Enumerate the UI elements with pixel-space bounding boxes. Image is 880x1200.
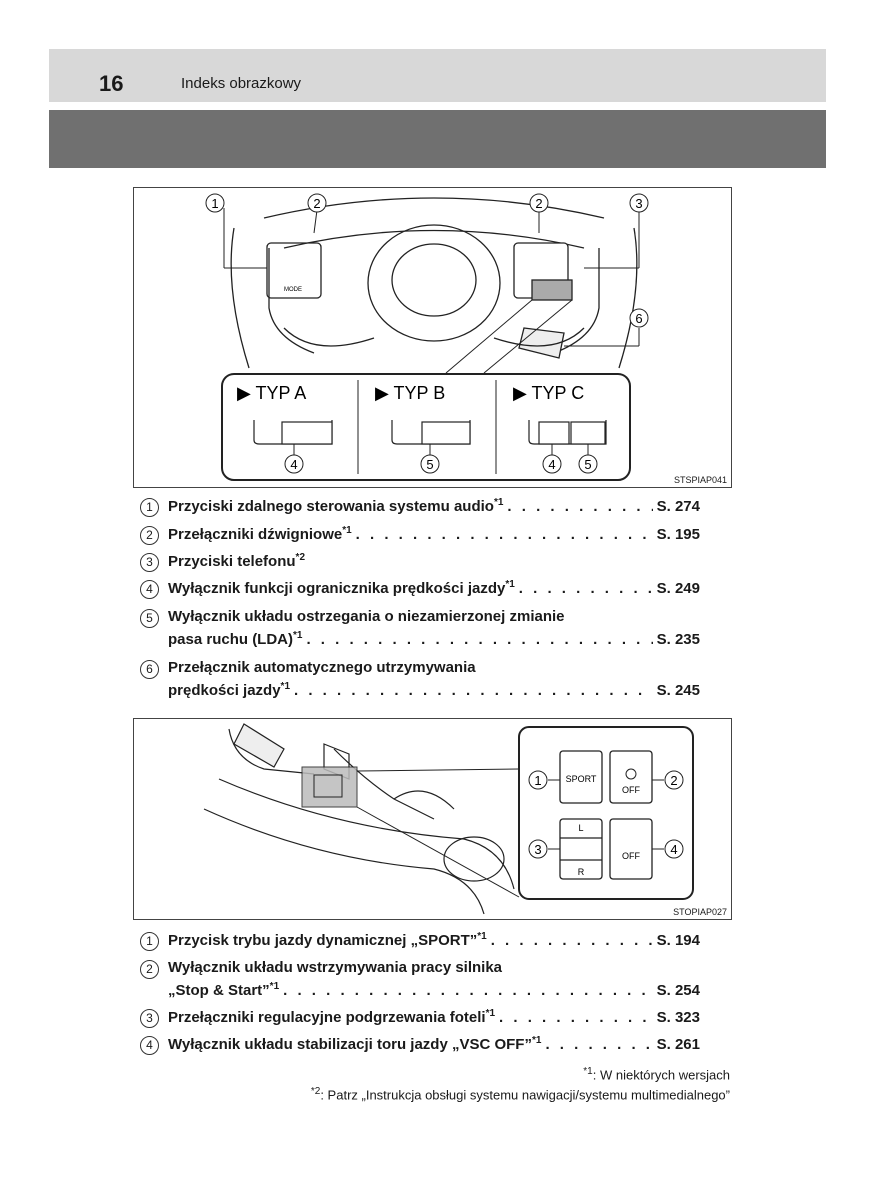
type-a-label: ▶ TYP A [237,383,306,403]
item-number: 2 [140,960,159,979]
item-footnote-mark: *1 [505,579,515,590]
item-text: Przełączniki regulacyjne podgrzewania fo… [168,1009,486,1026]
item-text: Wyłącznik układu wstrzymywania pracy sil… [168,959,503,976]
footnote-text: : Patrz „Instrukcja obsługi systemu nawi… [320,1087,730,1103]
item-footnote-mark: *1 [280,681,290,692]
item-number: 2 [140,526,159,545]
item-text: Przyciski zdalnego sterowania systemu au… [168,498,494,515]
item-footnote-mark: *1 [269,981,280,992]
callout-5-type-c: 5 [584,457,591,472]
callout-1: 1 [211,196,218,211]
seat-heater-l-label: L [578,823,583,833]
vsc-off-label: OFF [622,851,640,861]
footnote-mark: *2 [310,1086,321,1097]
callout-3: 3 [534,842,541,857]
section-title: Indeks obrazkowy [181,75,302,92]
footnote-mark: *1 [583,1066,593,1077]
steering-wheel-illustration: MODE 1 2 2 3 6 ▶ TYP A ▶ TYP B ▶ TYP C [205,193,649,481]
type-b-label: ▶ TYP B [375,383,445,403]
item-footnote-mark: *1 [493,497,504,508]
page-ref: S. 323 [656,1009,700,1026]
section-banner [49,110,826,168]
seat-heater-r-label: R [578,867,585,877]
sport-button-label: SPORT [566,774,597,784]
item-text: Wyłącznik funkcji ogranicznika prędkości… [168,580,506,597]
item-number: 3 [140,1009,159,1028]
figure-code: STOPIAP027 [673,907,727,917]
item-footnote-mark: *1 [531,1035,542,1046]
item-text: Wyłącznik układu stabilizacji toru jazdy… [168,1036,532,1053]
item-number: 5 [140,609,159,628]
callout-2-left: 2 [313,196,320,211]
page-ref: S. 249 [656,580,700,597]
callout-4-type-a: 4 [290,457,297,472]
item-footnote-mark: *1 [342,525,352,536]
page-ref: S. 235 [656,631,700,648]
callout-4: 4 [670,842,677,857]
item-number: 6 [140,660,159,679]
callout-3: 3 [635,196,642,211]
footnote-1: *1: W niektórych wersjach [583,1066,730,1082]
callout-5-type-b: 5 [426,457,433,472]
item-footnote-mark: *1 [293,630,303,641]
mode-label: MODE [284,287,302,293]
callout-1: 1 [534,773,541,788]
footnote-text: : W niektórych wersjach [592,1067,730,1083]
callout-2: 2 [670,773,677,788]
stop-start-off-label: OFF [622,785,640,795]
page-ref: S. 245 [656,682,700,699]
item-number: 3 [140,553,159,572]
item-text: Przycisk trybu jazdy dynamicznej „SPORT” [168,932,478,949]
item-text-continued: „Stop & Start” [168,982,270,999]
item-text: Przełączniki dźwigniowe [168,526,343,543]
item-footnote-mark: *2 [295,552,305,563]
steering-wheel-figure: MODE 1 2 2 3 6 ▶ TYP A ▶ TYP B ▶ TYP C [133,187,732,488]
page-number: 16 [99,71,124,96]
callout-4-type-c: 4 [548,457,555,472]
page-ref: S. 195 [656,526,700,543]
item-number: 4 [140,1036,159,1055]
item-number: 1 [140,932,159,951]
item-text-continued: prędkości jazdy [168,682,281,699]
footnote-2: *2: Patrz „Instrukcja obsługi systemu na… [311,1086,730,1102]
item-text: Przełącznik automatycznego utrzymywania [168,659,476,676]
item-number: 4 [140,580,159,599]
page-ref: S. 254 [656,982,700,999]
callout-2-right: 2 [535,196,542,211]
item-text-continued: pasa ruchu (LDA) [168,631,294,648]
item-text: Wyłącznik układu ostrzegania o niezamier… [168,608,565,625]
console-figure: SPORT OFF L R OFF 1 2 3 4 STOPIAP027 [133,718,732,920]
callout-6: 6 [635,311,642,326]
item-text: Przyciski telefonu [168,553,296,570]
console-illustration: SPORT OFF L R OFF 1 2 3 4 [203,723,694,915]
page-header [49,49,826,102]
page-ref: S. 274 [656,498,700,515]
item-footnote-mark: *1 [485,1008,496,1019]
item-footnote-mark: *1 [477,931,487,942]
page-ref: S. 194 [656,932,700,949]
type-c-label: ▶ TYP C [513,383,584,403]
page-ref: S. 261 [656,1036,700,1053]
item-number: 1 [140,498,159,517]
figure-code: STSPIAP041 [673,475,727,485]
